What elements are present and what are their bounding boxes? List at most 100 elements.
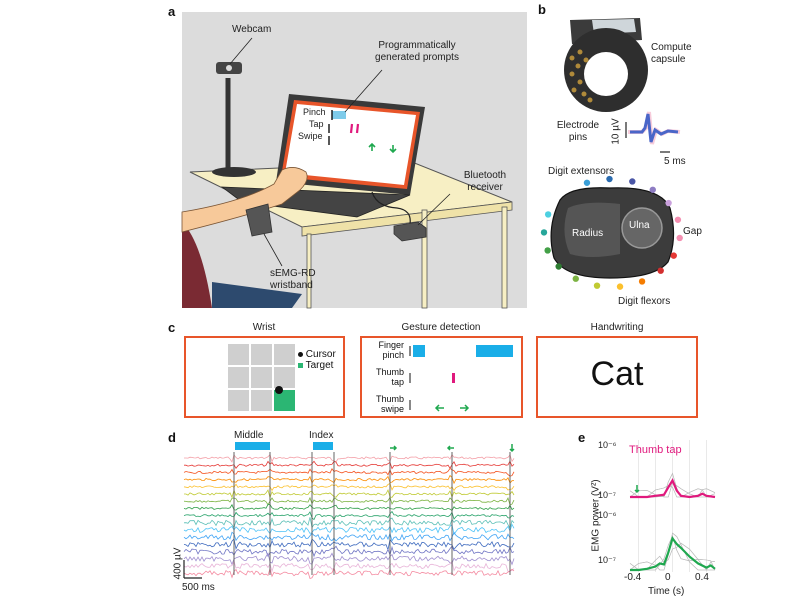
- shirt: [182, 222, 212, 308]
- grid-cell: [228, 344, 249, 365]
- swipe-right-arrow-d: [390, 445, 398, 451]
- swipe-left-arrow-d: [446, 445, 454, 451]
- index-prompt-bar: [313, 442, 333, 450]
- scalebar-5ms: 5 ms: [664, 156, 686, 167]
- panel-d-label: d: [168, 430, 176, 445]
- ytick-bottom-1e-7: 10⁻⁷: [598, 555, 617, 565]
- screen-prompt-swipe: Swipe: [298, 131, 323, 141]
- electrode-dot: [544, 247, 551, 254]
- emg-channel-trace: [183, 545, 515, 558]
- callout-pins-1: Electrode: [556, 120, 600, 131]
- tap-prompt-mark: [349, 123, 354, 134]
- emg-channel-trace: [183, 538, 515, 552]
- handwriting-title: Handwriting: [590, 322, 644, 333]
- electrode-dot: [629, 178, 636, 185]
- handwriting-panel: Cat: [536, 336, 698, 418]
- swipe-left-arrow: [434, 404, 444, 412]
- radius-bone: [564, 202, 620, 257]
- electrode-dot: [676, 234, 683, 242]
- ytick-top-1e-6: 10⁻⁶: [598, 440, 617, 450]
- electrode-dot: [606, 175, 613, 183]
- electrode-dot: [555, 263, 562, 270]
- desk-leg: [421, 209, 428, 309]
- legend-cursor-label: Cursor: [305, 349, 336, 360]
- scalebar-500ms: 500 ms: [182, 582, 215, 593]
- xtick-04: 0.4: [695, 572, 709, 583]
- pinch-event-2: [476, 345, 513, 357]
- target-legend-icon: [298, 362, 303, 368]
- scalebar-10uV: 10 µV: [610, 118, 622, 145]
- swipe-right-arrow: [460, 404, 470, 412]
- label-ulna: Ulna: [629, 220, 650, 231]
- trial-trace: [629, 535, 716, 571]
- callout-pins-2: pins: [568, 132, 588, 143]
- pinch-event-1: [413, 345, 425, 357]
- emg-channel-trace: [183, 559, 515, 573]
- emg-channel-trace: [183, 517, 515, 530]
- electrode-dot: [572, 275, 579, 282]
- pinch-prompt-bar: [332, 111, 346, 119]
- electrode-dot: [674, 216, 682, 223]
- callout-bluetooth-1: Bluetooth: [463, 170, 507, 181]
- mean-trace: [630, 477, 716, 499]
- prompt-label-index: Index: [309, 430, 334, 441]
- electrode-dot: [540, 229, 548, 236]
- grid-cell: [274, 344, 295, 365]
- emg-channel-trace: [183, 531, 515, 542]
- spike-waveform: [625, 111, 681, 153]
- label-radius: Radius: [572, 228, 604, 239]
- swipe-down-arrow-e: [634, 485, 640, 494]
- legend-target-label: Target: [305, 360, 334, 371]
- wristband-device-illustration: [564, 18, 648, 112]
- wristband-icon: [245, 203, 273, 237]
- swipe-down-arrow-d: [509, 444, 515, 453]
- electrode-dot: [649, 186, 656, 193]
- cursor-dot: [275, 386, 283, 394]
- handwriting-text: Cat: [590, 355, 644, 393]
- grid-cell: [228, 367, 249, 388]
- legend-target: Target: [298, 360, 333, 371]
- xlabel-time: Time (s): [648, 586, 685, 597]
- emg-channel-trace: [183, 566, 515, 580]
- wrist-panel: Cursor Target: [184, 336, 345, 418]
- callout-wristband-1: sEMG-RD: [270, 268, 316, 279]
- callout-capsule-2: capsule: [651, 54, 686, 65]
- emg-power-chart: [629, 440, 716, 572]
- callout-wristband-2: wristband: [270, 280, 313, 291]
- bluetooth-receiver-icon: [393, 221, 427, 242]
- tap-event: [452, 373, 455, 383]
- callout-flexors: Digit flexors: [618, 296, 671, 307]
- emg-channel-trace: [183, 474, 515, 485]
- cursor-legend-icon: [298, 351, 303, 357]
- wrist-cross-section: [540, 175, 683, 290]
- emg-channel-trace: [183, 552, 515, 566]
- swipe-down-arrow: [389, 145, 397, 154]
- emg-traces: [183, 442, 515, 580]
- emg-channel-trace: [184, 453, 515, 463]
- legend-cursor: Cursor: [298, 349, 336, 360]
- event-markers: [233, 452, 511, 575]
- callout-capsule-1: Compute: [651, 42, 692, 53]
- webcam-base: [212, 167, 256, 177]
- panel-a-illustration: [181, 12, 527, 309]
- callout-prompts-1: Programmatically: [378, 40, 456, 51]
- panel-b-label: b: [538, 2, 546, 17]
- grid-cell: [251, 390, 272, 411]
- scalebar-400uV: 400 µV: [172, 547, 184, 580]
- electrode-dot: [583, 179, 591, 186]
- electrode-dot: [657, 267, 664, 274]
- ytick-top-1e-7: 10⁻⁷: [598, 490, 617, 500]
- screen-prompt-pinch: Pinch: [303, 107, 326, 117]
- gesture-timeline: [409, 345, 513, 412]
- panel-a-label: a: [168, 4, 176, 19]
- electrode-dot: [616, 283, 624, 290]
- emg-channel-trace: [183, 510, 515, 521]
- emg-channel-trace: [184, 460, 515, 470]
- swipe-up-arrow: [368, 142, 376, 151]
- wrist-title: Wrist: [252, 322, 276, 333]
- callout-extensors: Digit extensors: [548, 166, 615, 177]
- chart-title-thumb-tap: Thumb tap: [629, 444, 682, 456]
